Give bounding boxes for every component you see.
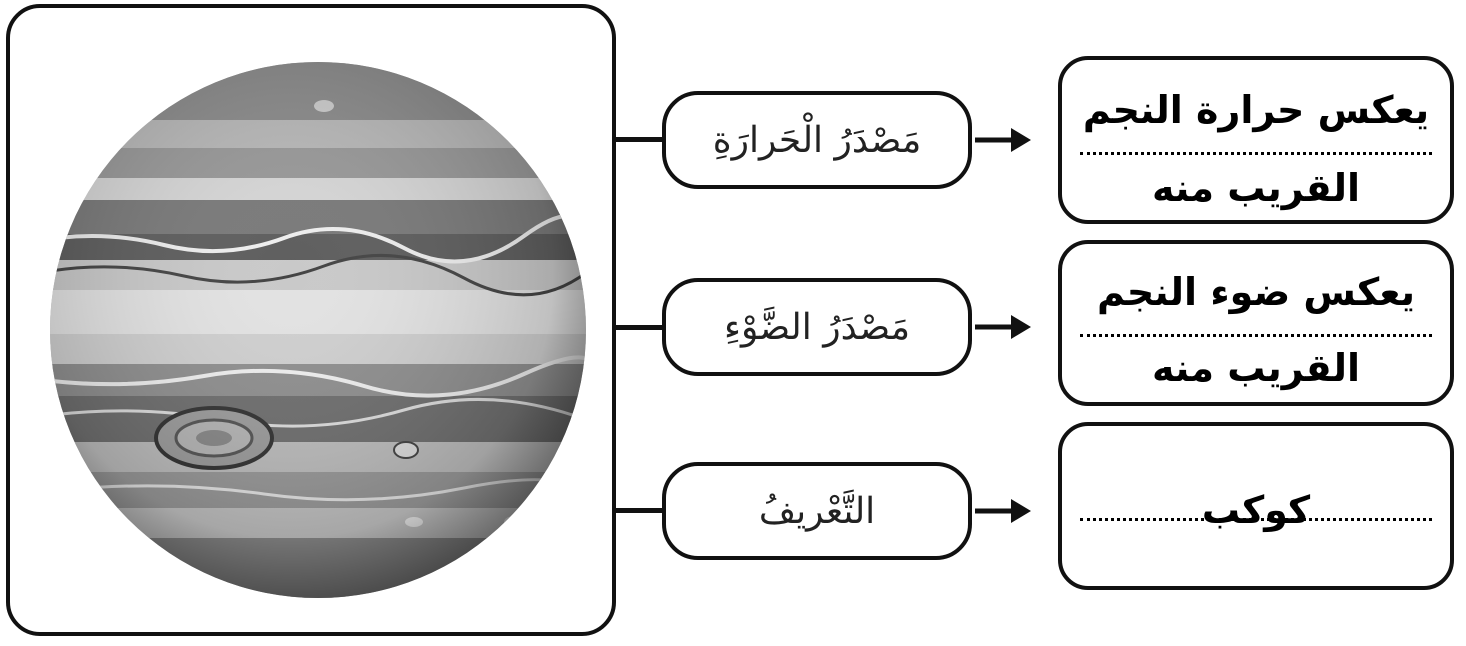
- answer-heat-line1: يعكس حرارة النجم: [1062, 88, 1450, 132]
- answer-box-light: يعكس ضوء النجم القريب منه: [1058, 240, 1454, 406]
- planet-image-frame: [6, 4, 616, 636]
- arrow-right-icon: [975, 496, 1035, 526]
- label-light-source-text: مَصْدَرُ الضَّوْءِ: [724, 307, 910, 348]
- connector-line-1: [616, 137, 662, 142]
- answer-light-line2: القريب منه: [1062, 346, 1450, 390]
- label-definition-text: التَّعْريفُ: [759, 491, 875, 532]
- arrow-right-icon: [975, 312, 1035, 342]
- label-heat-source-text: مَصْدَرُ الْحَرارَةِ: [713, 120, 922, 161]
- connector-line-2: [616, 325, 662, 330]
- answer-heat-line2: القريب منه: [1062, 166, 1450, 210]
- arrow-right-icon: [975, 125, 1035, 155]
- connector-line-3: [616, 508, 662, 513]
- label-light-source: مَصْدَرُ الضَّوْءِ: [662, 278, 972, 376]
- answer-light-line1: يعكس ضوء النجم: [1062, 270, 1450, 314]
- dotted-line: [1080, 152, 1432, 155]
- answer-box-definition: كوكب: [1058, 422, 1454, 590]
- answer-box-heat: يعكس حرارة النجم القريب منه: [1058, 56, 1454, 224]
- label-definition: التَّعْريفُ: [662, 462, 972, 560]
- answer-definition-text: كوكب: [1062, 488, 1450, 532]
- jupiter-planet-image: [44, 60, 592, 600]
- dotted-line: [1080, 334, 1432, 337]
- label-heat-source: مَصْدَرُ الْحَرارَةِ: [662, 91, 972, 189]
